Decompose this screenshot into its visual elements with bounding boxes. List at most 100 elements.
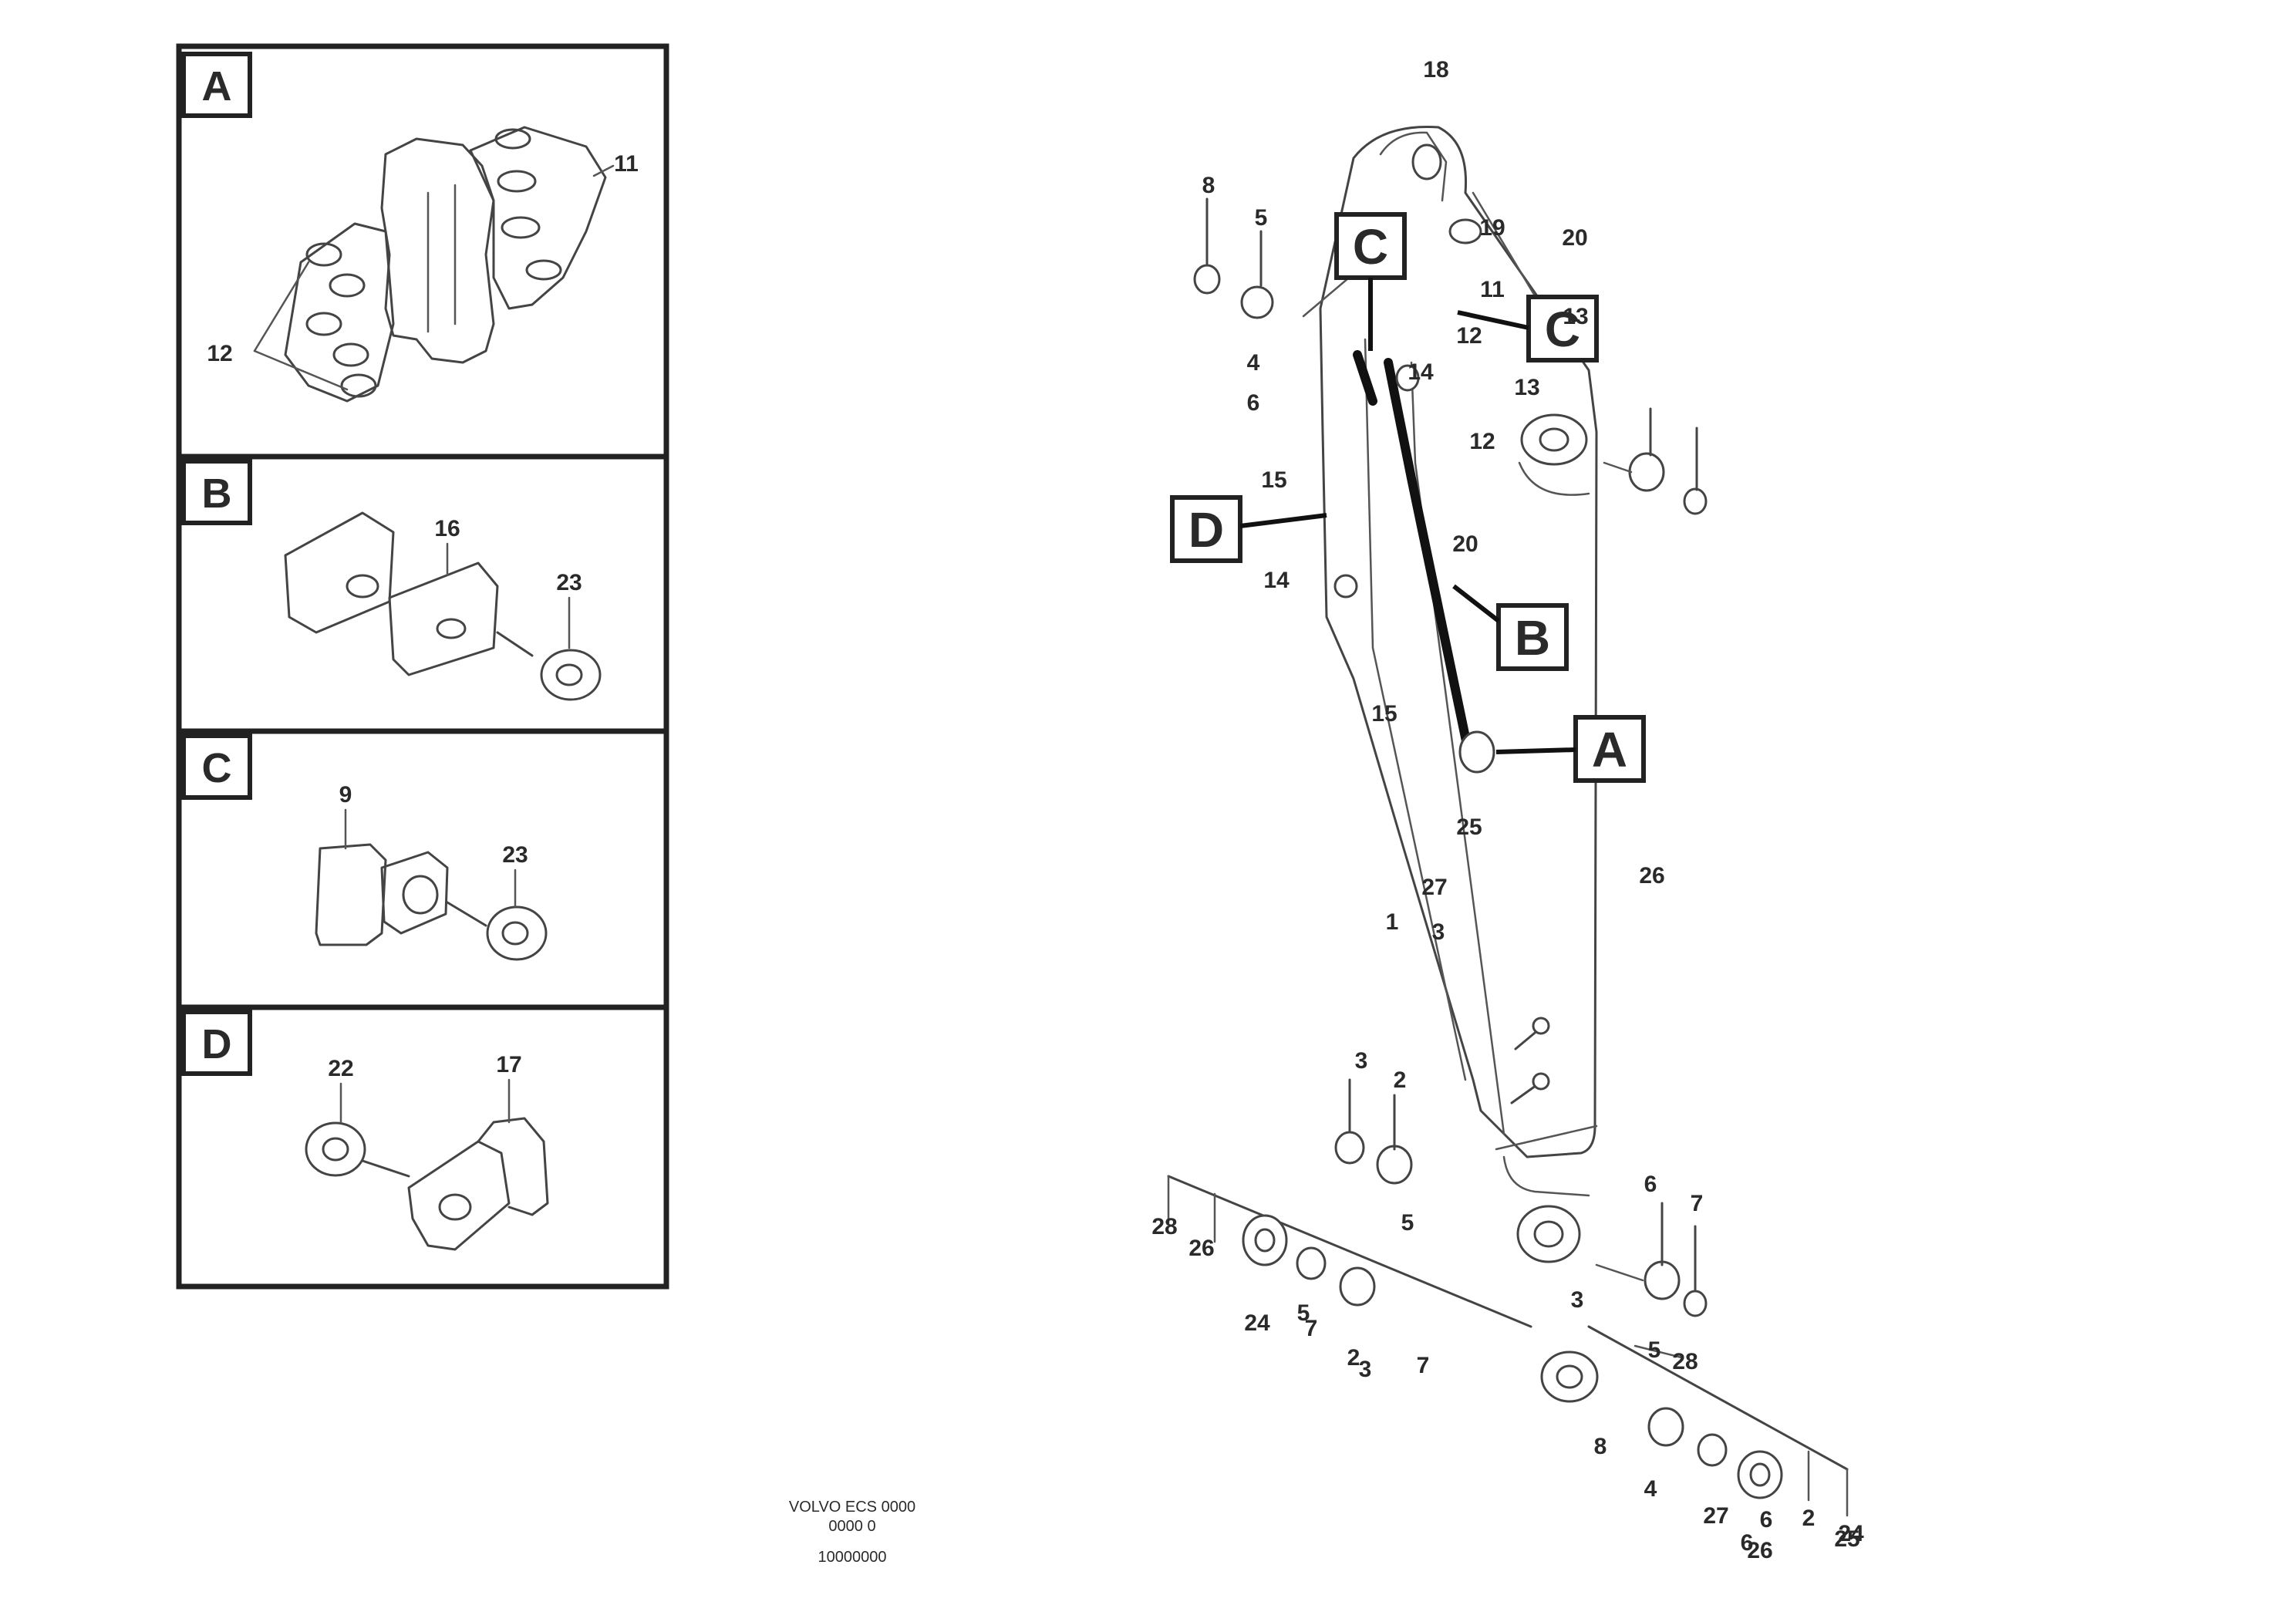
detail-panel-a: A 11 12: [181, 52, 639, 403]
callout-number: 3: [1432, 919, 1445, 945]
callout-number: 24: [1838, 1521, 1864, 1546]
view-marker-c: C: [1353, 219, 1388, 275]
callout-number: 25: [1456, 814, 1482, 840]
callout-number: 2: [1347, 1345, 1360, 1371]
callout-number: 4: [1247, 350, 1260, 376]
callout-number: 26: [1188, 1236, 1214, 1261]
callout-number: 7: [1305, 1316, 1318, 1341]
bracket-illustration: [315, 843, 548, 961]
detail-panel-c: C 9 23: [181, 733, 548, 961]
callout-number: 28: [1672, 1349, 1698, 1374]
view-marker-a: A: [1592, 722, 1627, 777]
callout-number: 8: [1594, 1434, 1607, 1459]
callout-number: 16: [434, 516, 460, 541]
callout-number: 15: [1371, 701, 1397, 727]
callout-number: 8: [1202, 173, 1215, 198]
callout-number: 27: [1703, 1503, 1728, 1529]
callout-number: 5: [1297, 1300, 1310, 1326]
callout-number: 6: [1741, 1530, 1754, 1556]
detail-panels-frame: [176, 43, 669, 1290]
footer-line: VOLVO ECS 0000: [789, 1499, 915, 1516]
callout-number: 5: [1648, 1337, 1661, 1363]
callout-number: 11: [614, 151, 639, 177]
callout-number: 5: [1401, 1210, 1414, 1236]
callout-number: 6: [1760, 1507, 1773, 1533]
callout-number: 22: [328, 1056, 353, 1081]
callout-number: 2: [1394, 1067, 1407, 1093]
clamp-illustration: [305, 1117, 549, 1251]
leader-line: [1452, 584, 1500, 623]
arm-outline: [1319, 126, 1598, 1158]
callout-number: 24: [1244, 1310, 1270, 1336]
valve-block-illustration: [284, 126, 607, 403]
callout-number: 14: [1408, 359, 1434, 385]
callout-number: 20: [1452, 531, 1478, 557]
detail-panels: A 11 12: [176, 43, 669, 1290]
callout-number: 26: [1639, 863, 1664, 889]
view-markers: C C D B A: [1170, 212, 1646, 783]
view-marker-d: D: [1188, 502, 1224, 558]
callout-number: 19: [1479, 215, 1505, 241]
callout-number: 1: [1386, 909, 1399, 935]
callout-number: 14: [1263, 568, 1290, 593]
clamp-illustration: [284, 511, 602, 701]
callout-number: 25: [1834, 1526, 1859, 1552]
view-marker-b-box: [1496, 603, 1569, 671]
detail-panel-b: B 16 23: [181, 459, 602, 701]
panel-label-box: [181, 459, 252, 525]
callout-number: 13: [1514, 375, 1539, 400]
callout-number: 23: [502, 842, 528, 868]
panel-letter: C: [202, 745, 232, 791]
view-marker-a-box: [1573, 715, 1646, 783]
callout-number: 26: [1747, 1538, 1772, 1563]
callout-number: 17: [496, 1052, 521, 1077]
panel-letter: B: [202, 470, 232, 517]
callout-number: 20: [1562, 225, 1587, 251]
leader-line: [253, 261, 310, 352]
callout-number: 11: [1480, 277, 1505, 302]
view-marker-b: B: [1515, 610, 1550, 666]
view-marker-d-box: [1170, 495, 1242, 563]
callout-number: 2: [1802, 1506, 1816, 1531]
panel-label-box: [181, 1010, 252, 1076]
arm-assembly: [1167, 126, 1849, 1517]
leader-line: [253, 349, 349, 391]
callout-number: 3: [1571, 1287, 1584, 1313]
callout-number: 5: [1255, 205, 1268, 231]
drawing-footer: VOLVO ECS 0000 0000 0 10000000: [789, 1499, 915, 1566]
hydraulic-hose: [1384, 358, 1474, 760]
pin-shaft: [1167, 1175, 1532, 1328]
leader-line: [1239, 513, 1327, 528]
callout-number: 28: [1151, 1214, 1177, 1239]
callout-number: 7: [1417, 1353, 1430, 1378]
leader-line: [592, 164, 615, 177]
callout-number: 12: [1469, 429, 1495, 454]
view-marker-c-box: [1526, 295, 1599, 363]
panel-letter: A: [202, 63, 232, 110]
callout-number: 3: [1359, 1357, 1372, 1382]
view-marker-c: C: [1545, 302, 1580, 357]
callout-number: 13: [1563, 304, 1588, 329]
hydraulic-hose: [1353, 350, 1377, 406]
footer-line: 10000000: [818, 1549, 887, 1566]
leader-line: [1495, 747, 1576, 754]
callout-number: 27: [1421, 875, 1447, 900]
callout-number: 12: [1456, 323, 1482, 349]
callout-number: 12: [207, 341, 232, 366]
callout-number: 15: [1261, 467, 1286, 493]
panel-label-box: [181, 52, 252, 118]
callout-number: 7: [1691, 1191, 1704, 1216]
view-marker-c-box: [1334, 212, 1407, 280]
callout-number: 23: [556, 570, 582, 595]
panel-letter: D: [202, 1021, 232, 1067]
callout-number: 3: [1355, 1048, 1368, 1074]
callout-number: 4: [1644, 1476, 1657, 1502]
callout-number: 18: [1423, 57, 1448, 83]
panel-label-box: [181, 733, 252, 800]
detail-panel-d: D 22 17: [181, 1010, 549, 1251]
callout-number: 6: [1644, 1172, 1657, 1197]
leader-line: [1457, 310, 1529, 330]
pin-shaft: [1587, 1325, 1849, 1471]
callout-number: 6: [1247, 390, 1260, 416]
